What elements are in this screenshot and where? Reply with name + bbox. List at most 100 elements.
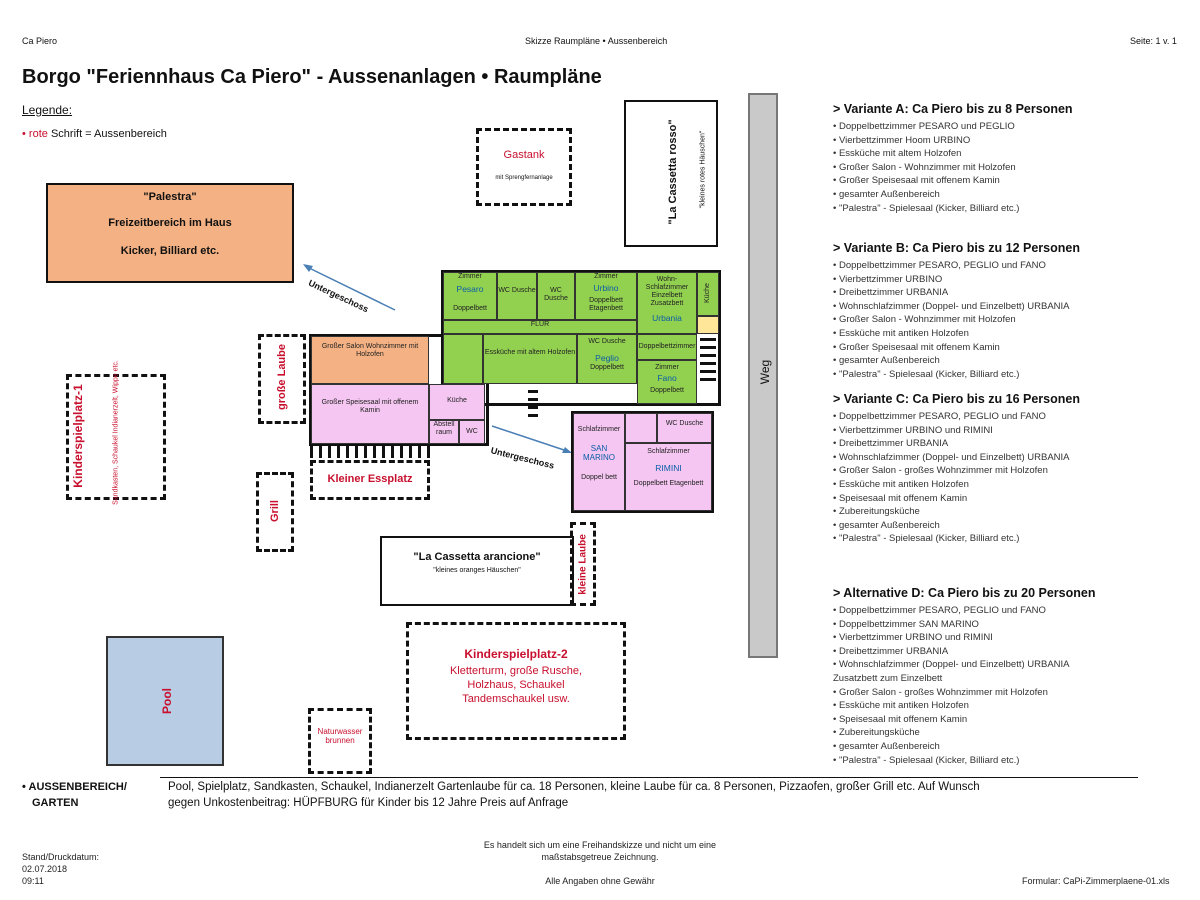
road-weg: Weg <box>748 93 778 658</box>
header-center: Skizze Raumpläne • Aussenbereich <box>525 36 668 46</box>
cassetta-rosso-sub: "kleines rotes Häuschen" <box>699 130 707 209</box>
page-title: Borgo "Feriennhaus Ca Piero" - Aussenanl… <box>22 66 602 88</box>
variant-d-item: • Essküche mit antiken Holzofen <box>833 700 969 712</box>
footer-note-2: maßstabsgetreue Zeichnung. <box>541 852 659 862</box>
room-speisesaal: Großer Speisesaal mit offenem Kamin <box>311 384 429 444</box>
peglio-wc: WC Dusche <box>588 338 626 345</box>
room-rimini: Schlafzimmer RIMINI Doppelbett Etagenbet… <box>625 443 712 511</box>
kleiner-essplatz-label: Kleiner Essplatz <box>327 473 413 485</box>
building-upper-frame <box>441 270 721 406</box>
variant-b-item: • Großer Salon - Wohnzimmer mit Holzofen <box>833 314 1016 326</box>
urbania-name: Urbania <box>652 313 682 324</box>
gastank-box: Gastank mit Sprengfernanlage <box>476 128 572 206</box>
urbania-top: Wohn-Schlafzimmer Einzelbett Zusatzbett <box>645 276 689 308</box>
legend-rest: Schrift = Aussenbereich <box>50 128 167 140</box>
variant-a-title: > Variante A: Ca Piero bis zu 8 Personen <box>833 102 1073 116</box>
variant-b-item: • Wohnschlafzimmer (Doppel- und Einzelbe… <box>833 300 1070 312</box>
urbino-bed: Doppelbett Etagenbett <box>589 296 623 312</box>
room-yellow-stair <box>697 316 719 334</box>
room-wc4: WC <box>459 420 485 444</box>
room-green-connector <box>443 334 483 384</box>
room-kuche-small: Küche <box>697 272 719 316</box>
fano-bed: Doppelbett <box>650 386 684 394</box>
room-wc2: WC Dusche <box>537 272 575 320</box>
aussen-label-2: GARTEN <box>32 797 79 809</box>
urbino-zimmer: Zimmer <box>594 273 618 280</box>
room-abstell: Abstell raum <box>429 420 459 444</box>
rimini-top: Schlafzimmer <box>647 448 690 455</box>
variant-d-item: • Großer Salon - großes Wohnzimmer mit H… <box>833 686 1048 698</box>
laube-label: große Laube <box>276 344 288 411</box>
kinderspielplatz2-line2: Holzhaus, Schaukel <box>467 679 565 691</box>
cassetta-arancione: "La Cassetta arancione" "kleines oranges… <box>380 536 574 606</box>
variant-d: > Alternative D: Ca Piero bis zu 20 Pers… <box>833 586 1095 767</box>
room-wc5: WC Dusche <box>657 413 712 443</box>
kleiner-essplatz: Kleiner Essplatz <box>310 460 430 500</box>
legend-bullet: • <box>22 128 26 140</box>
variant-c-item: • Dreibettzimmer URBANIA <box>833 438 949 450</box>
urbino-name: Urbino <box>593 283 619 294</box>
variant-d-item: • Wohnschlafzimmer (Doppel- und Einzelbe… <box>833 659 1070 671</box>
variant-c-item: • Vierbettzimmer URBINO und RIMINI <box>833 424 993 436</box>
variant-a-item: • Doppelbettzimmer PESARO und PEGLIO <box>833 121 1015 132</box>
kleine-laube-label: kleine Laube <box>577 534 589 595</box>
palestra-line3: Kicker, Billiard etc. <box>120 245 220 257</box>
variant-d-item: • gesamter Außenbereich <box>833 740 940 752</box>
room-san-marino: Schlafzimmer SAN MARINO Doppel bett <box>573 413 625 511</box>
fano-name: Fano <box>657 373 677 384</box>
variant-c-item: • Essküche mit antiken Holzofen <box>833 478 969 490</box>
variant-c-item: • Zubereitungsküche <box>833 506 920 518</box>
room-kueche: Küche <box>429 384 485 420</box>
variant-a-item: • Vierbettzimmer Hoom URBINO <box>833 134 971 146</box>
variant-a-item: • Großer Speisesaal mit offenem Kamin <box>833 175 1000 187</box>
variant-c-item: • "Palestra" - Spielesaal (Kicker, Billi… <box>833 533 1020 545</box>
arrow-untergeschoss-2 <box>491 425 572 453</box>
kinderspielplatz2-line1: Kletterturm, große Rusche, <box>449 665 583 677</box>
grosse-laube: große Laube <box>258 334 306 424</box>
room-peglio: WC Dusche Peglio Doppelbett <box>577 334 637 384</box>
footer-time: 09:11 <box>22 876 44 886</box>
variant-b-item: • "Palestra" - Spielesaal (Kicker, Billi… <box>833 368 1020 380</box>
variant-a-item: • gesamter Außenbereich <box>833 188 940 200</box>
room-esskueche: Essküche mit altem Holzofen <box>483 334 577 384</box>
palestra-line2: Freizeitbereich im Haus <box>108 217 232 229</box>
kinderspielplatz-1: Kinderspielplatz-1 Sandkasten, Schaukel … <box>66 360 166 505</box>
peglio-bed: Doppelbett <box>590 363 624 371</box>
building-lower-frame <box>309 334 489 446</box>
variant-d-item: • Doppelbettzimmer PESARO, PEGLIO und FA… <box>833 605 1046 616</box>
arrow-untergeschoss-1 <box>303 264 396 311</box>
pool-label: Pool <box>160 688 174 714</box>
variant-b-item: • gesamter Außenbereich <box>833 355 940 367</box>
kinderspielplatz2-title: Kinderspielplatz-2 <box>464 647 568 661</box>
room-fano: Zimmer Fano Doppelbett <box>637 360 697 404</box>
kinderspielplatz1-sub: Sandkasten, Schaukel Indianerzelt, Wippe… <box>112 360 120 505</box>
naturwasser-brunnen: Naturwasser brunnen <box>308 708 372 774</box>
header-left: Ca Piero <box>22 36 58 46</box>
variant-d-title: > Alternative D: Ca Piero bis zu 20 Pers… <box>833 586 1096 600</box>
flur: FLUR <box>443 320 637 334</box>
legend-red-word: rote <box>28 128 48 140</box>
building-lower-right-frame <box>571 411 714 513</box>
variant-c-item: • Doppelbettzimmer PESARO, PEGLIO und FA… <box>833 411 1046 422</box>
kinderspielplatz1-title: Kinderspielplatz-1 <box>71 384 85 488</box>
rimini-name: RIMINI <box>655 463 682 474</box>
grill: Grill <box>256 472 294 552</box>
stairs-right <box>700 338 716 386</box>
aussen-label-1: • AUSSENBEREICH/ <box>22 781 127 793</box>
variant-b-item: • Doppelbettzimmer PESARO, PEGLIO und FA… <box>833 260 1046 271</box>
variant-b-item: • Vierbettzimmer URBINO <box>833 273 943 285</box>
variant-d-item: • Doppelbettzimmer SAN MARINO <box>833 618 979 630</box>
cassetta-arancione-title: "La Cassetta arancione" <box>413 551 541 563</box>
variant-c-item: • Wohnschlafzimmer (Doppel- und Einzelbe… <box>833 451 1070 463</box>
kinderspielplatz-2: Kinderspielplatz-2 Kletterturm, große Ru… <box>406 622 626 740</box>
palestra-box: "Palestra" Freizeitbereich im Haus Kicke… <box>46 183 294 283</box>
variant-b-item: • Großer Speisesaal mit offenem Kamin <box>833 341 1000 353</box>
room-urbino: Zimmer Urbino Doppelbett Etagenbett <box>575 272 637 320</box>
variant-d-item: • Dreibettzimmer URBANIA <box>833 645 949 657</box>
cassetta-rosso-box: "La Cassetta rosso" "kleines rotes Häusc… <box>624 100 718 247</box>
variant-b-item: • Essküche mit antiken Holzofen <box>833 327 969 339</box>
peglio-name: Peglio <box>595 353 619 364</box>
pesaro-name: Pesaro <box>456 284 484 295</box>
sm-top: Schlafzimmer <box>577 426 621 433</box>
aussen-text-2: gegen Unkostenbeitrag: HÜPFBURG für Kind… <box>168 797 569 809</box>
